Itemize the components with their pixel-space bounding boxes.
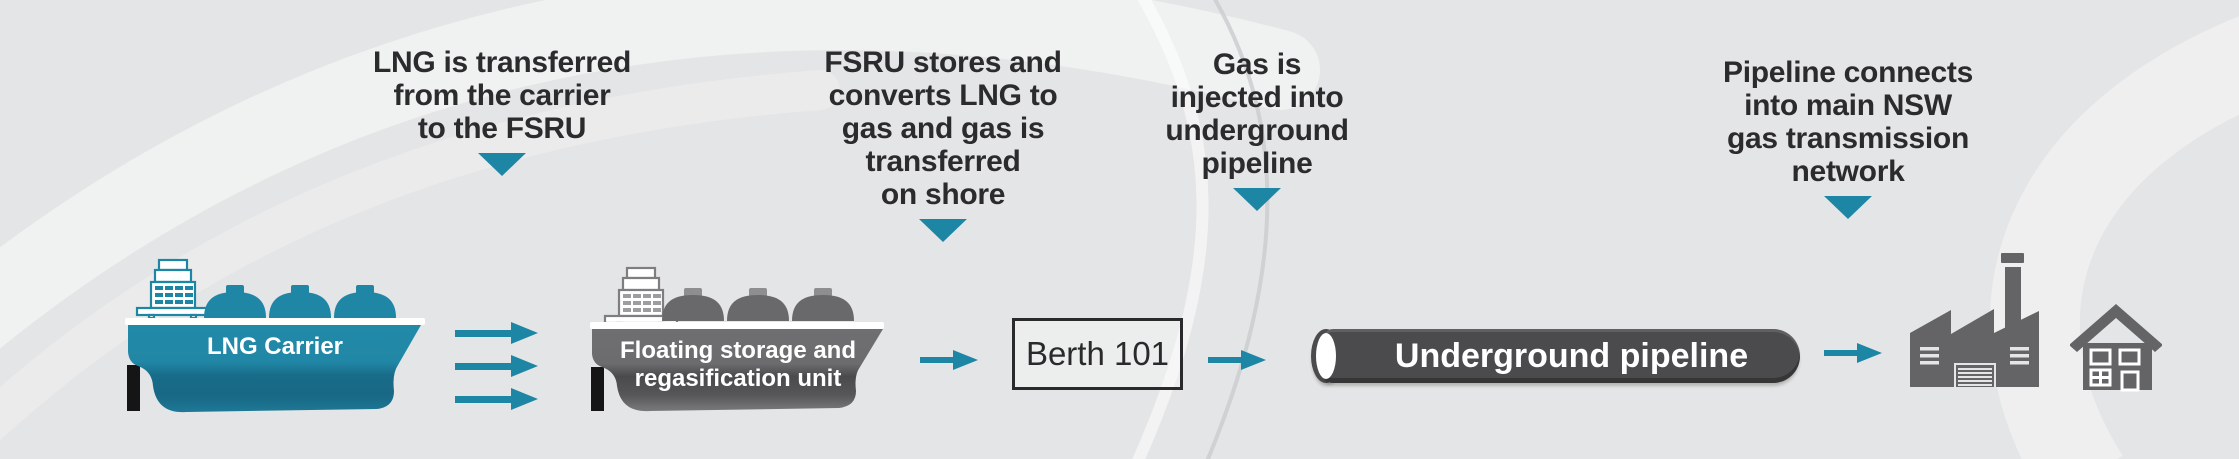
triangle-down-icon xyxy=(1233,188,1281,211)
lng-tank-dome-icon xyxy=(662,288,854,321)
pipeline-body xyxy=(1323,329,1800,383)
pipeline-opening-icon xyxy=(1316,333,1336,379)
fsru-label: Floating storage and regasification unit xyxy=(619,337,856,392)
ship-deck xyxy=(125,318,425,325)
arrow-right-icon xyxy=(455,388,538,410)
arrow-right-icon xyxy=(455,322,538,344)
ship-bridge-icon xyxy=(135,258,211,320)
ship-deck xyxy=(590,322,884,329)
annotation-lng-transfer: LNG is transferred from the carrier to t… xyxy=(312,46,692,176)
berth-node: Berth 101 xyxy=(1012,318,1183,390)
berth-label: Berth 101 xyxy=(1025,335,1170,372)
annotation-text: FSRU stores and converts LNG to gas and … xyxy=(824,46,1062,211)
annotation-text: Pipeline connects into main NSW gas tran… xyxy=(1723,56,1973,188)
annotation-fsru-converts: FSRU stores and converts LNG to gas and … xyxy=(753,46,1133,242)
triangle-down-icon xyxy=(478,153,526,176)
annotation-text: Gas is injected into underground pipelin… xyxy=(1165,48,1349,180)
ship-hull xyxy=(592,329,883,412)
arrow-right-icon xyxy=(455,355,538,377)
arrow-right-icon xyxy=(1824,343,1882,363)
annotation-pipeline-connects: Pipeline connects into main NSW gas tran… xyxy=(1658,56,2038,219)
triangle-down-icon xyxy=(919,219,967,242)
ship-rudder xyxy=(127,365,140,411)
lng-carrier-ship xyxy=(125,258,425,413)
annotation-gas-injected: Gas is injected into underground pipelin… xyxy=(1067,48,1447,211)
underground-pipeline-node: Underground pipeline xyxy=(1311,329,1800,383)
pipeline-label: Underground pipeline xyxy=(1394,337,1749,375)
ship-rudder xyxy=(591,367,604,411)
annotation-text: LNG is transferred from the carrier to t… xyxy=(372,46,631,145)
house-icon xyxy=(2070,304,2162,392)
factory-icon xyxy=(1910,253,2039,387)
arrow-right-icon xyxy=(920,350,978,370)
lng-tank-dome-icon xyxy=(204,285,396,318)
fsru-ship xyxy=(590,266,884,412)
ship-hull xyxy=(128,325,421,413)
triangle-down-icon xyxy=(1824,196,1872,219)
arrow-right-icon xyxy=(1208,350,1266,370)
lng-carrier-label: LNG Carrier xyxy=(206,333,344,360)
